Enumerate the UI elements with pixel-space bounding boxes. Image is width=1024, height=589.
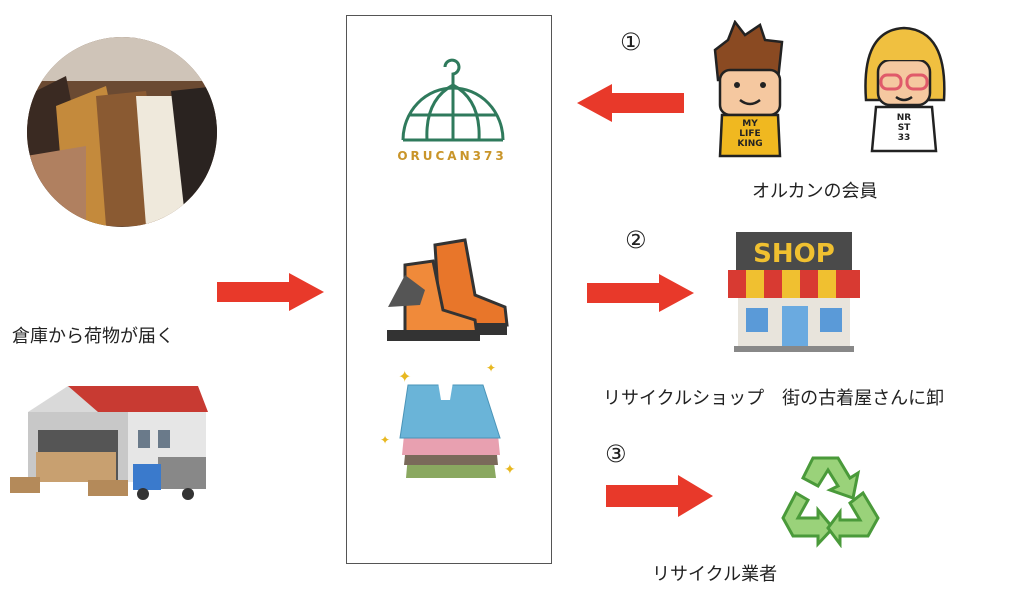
svg-text:✦: ✦ [486,361,496,375]
recycler-label: リサイクル業者 [652,564,778,585]
step-2: ② [625,226,647,254]
member-boy-avatar [713,20,784,158]
arrow-left-from-members [577,84,684,122]
recycle-icon [781,456,880,548]
svg-text:✦: ✦ [398,367,411,386]
svg-text:✦: ✦ [504,462,516,478]
arrow-right-to-box [217,273,324,311]
members-label: オルカンの会員 [752,181,878,202]
warehouse-label: 倉庫から荷物が届く [12,326,174,347]
boy-shirt-text: MY LIFE KING [737,119,763,149]
folded-shirts-illustration: ✦ ✦ ✦ ✦ [380,361,516,478]
boots-illustration [387,238,509,341]
arrow-right-to-recycler [606,475,713,517]
shop-label: リサイクルショップ 街の古着屋さんに卸 [603,388,945,409]
clothes-rack-photo [27,37,217,227]
svg-text:✦: ✦ [380,433,390,447]
girl-shirt-text: NR ST 33 [896,113,912,143]
member-girl-avatar [864,26,946,153]
inventory-box [346,15,552,564]
shop-sign-text: SHOP [753,239,835,269]
logo-text: ORUCAN373 [397,149,506,163]
shop-illustration: SHOP [728,232,860,352]
orucan-logo: ORUCAN373 [397,58,506,163]
arrow-right-to-shop [587,274,694,312]
step-3: ③ [605,440,627,468]
warehouse-illustration [10,386,208,500]
step-1: ① [620,28,642,56]
